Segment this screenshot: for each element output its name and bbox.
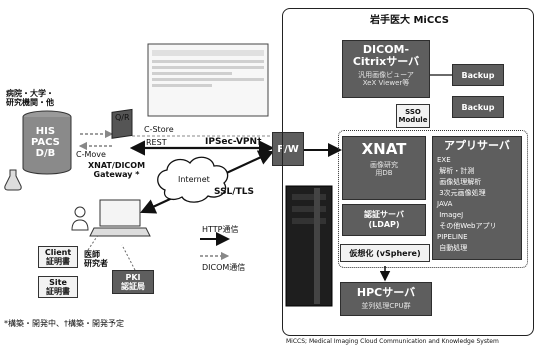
institution-label: 病院・大学・ 研究機関・他: [6, 89, 54, 107]
db-label: HIS PACS D/B: [31, 126, 60, 159]
site-cert-label: Site 証明書: [46, 278, 70, 296]
dicom-server-label: DICOM- Citrixサーバ: [347, 44, 425, 68]
ssl-label: SSL/TLS: [214, 188, 254, 197]
hpc-label: HPCサーバ: [345, 287, 427, 299]
doctor-label: 医師 研究者: [84, 250, 108, 268]
auth-server-label: 認証サーバ (LDAP): [364, 210, 404, 230]
hpc-box: HPCサーバ 並列処理CPU群: [340, 282, 432, 316]
ipsec-label: IPSec-VPN†: [205, 138, 262, 147]
pki-label: PKI 認証局: [121, 273, 145, 291]
backup-label-1: Backup: [462, 71, 495, 80]
flask-icon: [5, 170, 21, 190]
laptop-base: [90, 228, 150, 236]
backup-label-2: Backup: [462, 103, 495, 112]
hpc-sub: 並列処理CPU群: [345, 302, 427, 310]
virtual-box: 仮想化 (vSphere): [340, 244, 430, 262]
miccs-caption: MiCCS; Medical Imaging Cloud Communicati…: [286, 339, 499, 345]
site-cert-box: Site 証明書: [38, 276, 78, 298]
dicom-server-box: DICOM- Citrixサーバ 汎用画像ビューア XeX Viewer等: [342, 40, 430, 98]
apps-list: EXE 解析・計測 画像処理解析 3次元画像処理 JAVA ImageJ その他…: [437, 155, 517, 254]
sso-label: SSO Module: [399, 108, 428, 124]
gateway-name: XNAT/DICOM Gateway *: [88, 161, 145, 179]
person-body: [72, 220, 88, 230]
c-move-label: C-Move: [76, 151, 106, 159]
xnat-label: XNAT: [347, 141, 421, 157]
rest-label: REST: [146, 139, 167, 147]
auth-server-box: 認証サーバ (LDAP): [342, 204, 426, 236]
pki-link: [122, 245, 135, 270]
dicom-server-sub: 汎用画像ビューア XeX Viewer等: [347, 71, 425, 87]
miccs-title: 岩手医大 MiCCS: [370, 16, 449, 26]
person-head: [75, 207, 85, 217]
xnat-sub: 画像研究 用DB: [347, 161, 421, 177]
xnat-box: XNAT 画像研究 用DB: [342, 136, 426, 200]
pki-box: PKI 認証局: [112, 270, 154, 294]
backup-box-1: Backup: [452, 64, 504, 86]
internet-label: Internet: [178, 176, 210, 184]
sso-box: SSO Module: [396, 104, 430, 128]
client-cert-box: Client 証明書: [38, 246, 78, 268]
legend-http-label: HTTP通信: [202, 226, 238, 234]
laptop-screen: [100, 200, 140, 226]
legend-dicom-label: DICOM通信: [202, 264, 245, 272]
apps-title: アプリサーバ: [437, 140, 517, 152]
c-store-label: C-Store: [144, 126, 174, 134]
client-cert-label: Client 証明書: [45, 248, 71, 266]
virtual-label: 仮想化 (vSphere): [349, 248, 420, 259]
qr-label: Q/R: [115, 114, 130, 122]
apps-box: アプリサーバ EXE 解析・計測 画像処理解析 3次元画像処理 JAVA Ima…: [432, 136, 522, 260]
footnote: *構築・開発中、†構築・開発予定: [4, 320, 124, 328]
backup-box-2: Backup: [452, 96, 504, 118]
